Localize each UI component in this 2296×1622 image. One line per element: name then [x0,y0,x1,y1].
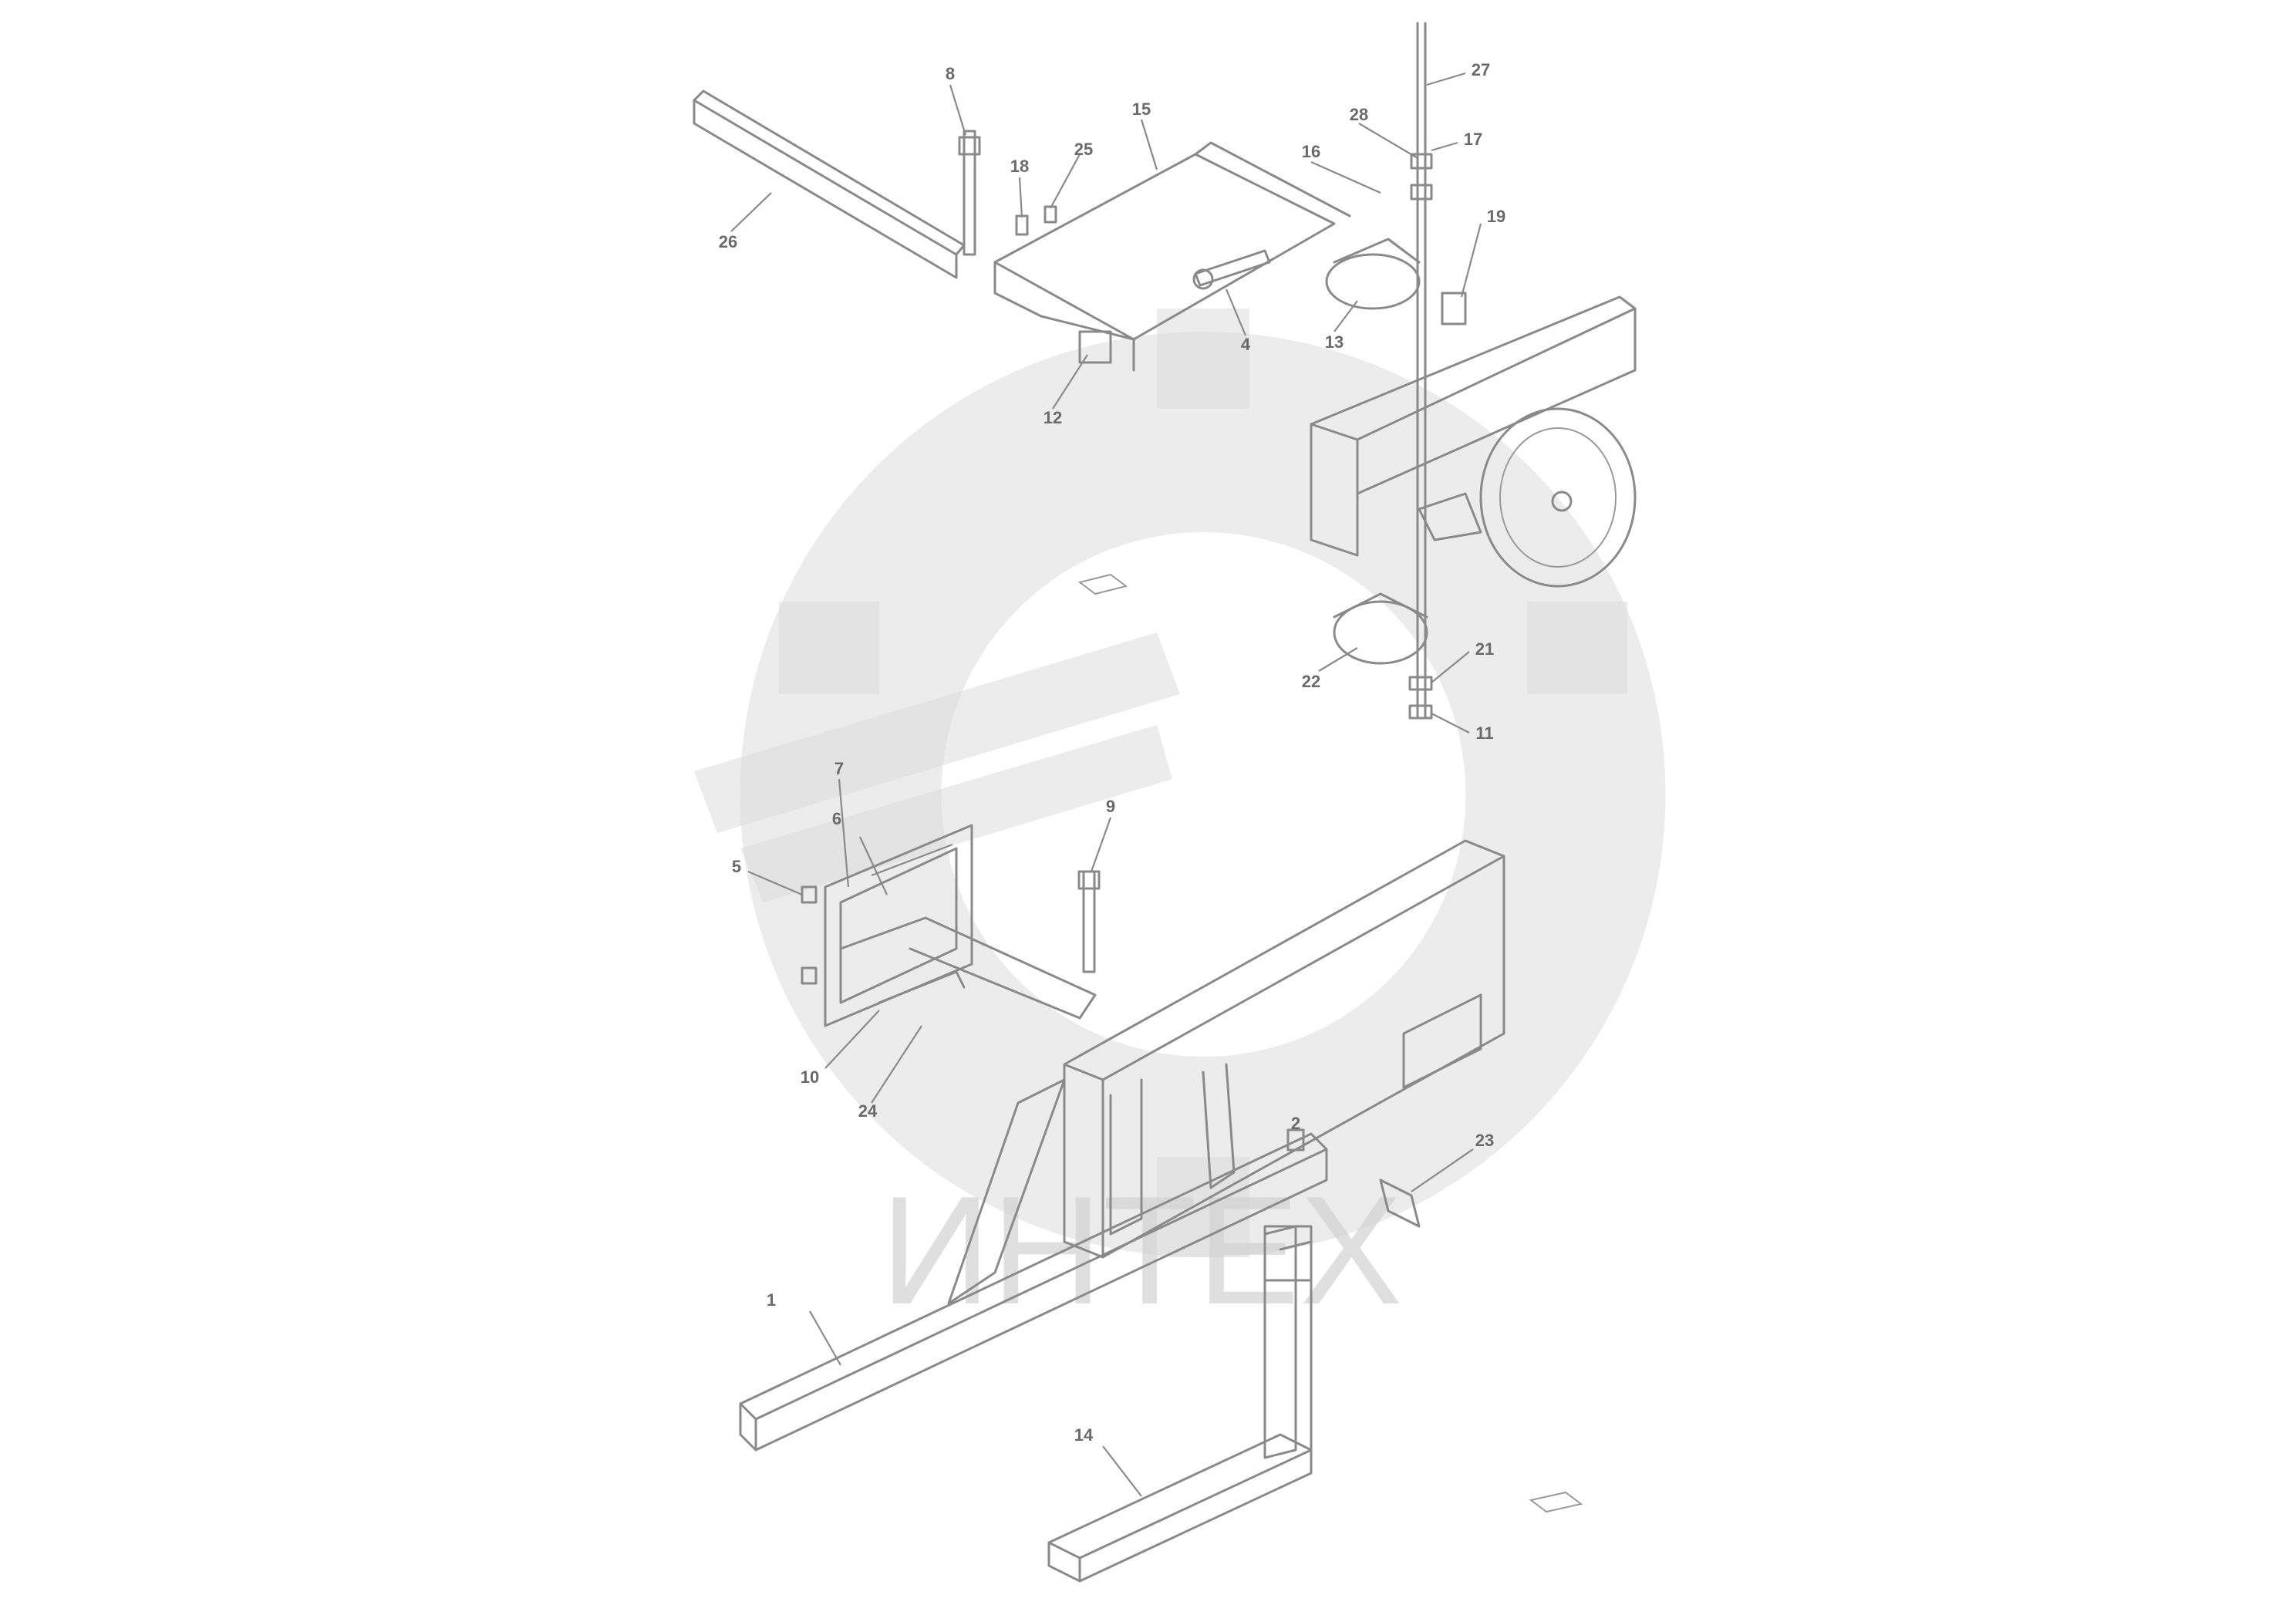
callout-10: 10 [801,1067,819,1087]
watermark-gear-logo [694,309,1666,1257]
part-bolt-9 [1077,870,1101,973]
callout-8: 8 [946,64,955,83]
part-bar-upper-left [693,89,966,279]
callout-24: 24 [858,1101,878,1121]
callout-11: 11 [1475,723,1493,743]
part-vertical-post [1263,1225,1313,1459]
part-bolt-center [1192,249,1271,290]
part-upper-cross-member [993,141,1351,372]
part-lower-long-bar [739,1132,1328,1452]
callout-25: 25 [1074,140,1093,159]
callout-26: 26 [719,232,737,251]
part-main-beam [1063,839,1505,1259]
callout-22: 22 [1302,672,1320,691]
callout-27: 27 [1472,60,1490,79]
part-bolt-top [958,130,981,256]
callout-17: 17 [1464,130,1482,149]
callout-2: 2 [1291,1114,1300,1133]
callout-15: 15 [1132,99,1151,119]
part-tower-legs [947,1063,1236,1305]
part-clamp-plate-lower [1333,592,1433,720]
reference-marks [1077,573,1583,1513]
callout-labels: 8 26 18 25 15 27 28 17 16 19 4 13 12 21 … [719,60,1505,1445]
part-disc-wheel [1418,407,1637,588]
part-small-brackets [1015,205,1057,236]
part-left-frame [801,824,1097,1027]
part-vertical-shaft [1410,22,1433,719]
callout-21: 21 [1475,639,1494,659]
callout-4: 4 [1241,335,1251,354]
callout-9: 9 [1106,797,1115,816]
callout-5: 5 [732,857,741,876]
part-small-bracket-2 [1286,1128,1305,1152]
callout-1: 1 [767,1290,776,1310]
callout-7: 7 [834,759,844,778]
part-wheel-housing [1310,295,1637,557]
callout-6: 6 [832,809,841,828]
part-bracket-19 [1441,292,1467,325]
callout-28: 28 [1350,105,1368,124]
callout-14: 14 [1074,1425,1094,1445]
part-clamp-plate-upper [1325,238,1421,310]
callout-13: 13 [1325,332,1344,352]
callout-23: 23 [1475,1131,1494,1150]
callout-16: 16 [1302,142,1320,161]
part-bottom-bar [1047,1433,1313,1583]
part-angle-bracket-23 [1379,1179,1421,1228]
callout-18: 18 [1010,157,1029,176]
leader-lines [730,72,1482,1497]
callout-12: 12 [1043,408,1062,427]
callout-19: 19 [1487,207,1505,226]
